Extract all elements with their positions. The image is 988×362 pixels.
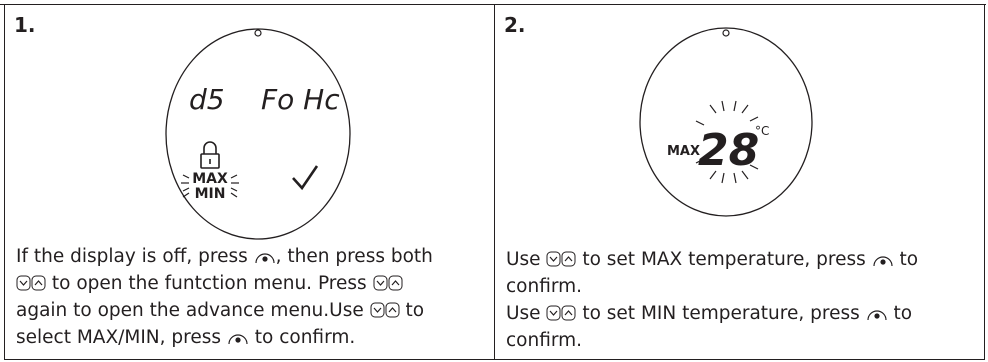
power-button-icon — [867, 310, 887, 321]
instruction-text: If the display is off, press — [16, 246, 254, 267]
instruction-text: to set MIN temperature, press — [576, 303, 866, 324]
min-label: MIN — [195, 186, 226, 202]
blink-rays-icon — [695, 100, 759, 184]
lock-icon — [200, 141, 220, 169]
indicator-dot-icon — [254, 29, 262, 37]
up-down-buttons-icon — [546, 305, 576, 321]
instruction-line: confirm. — [506, 327, 978, 354]
temperature-value: 28 — [698, 125, 759, 176]
power-button-icon — [228, 334, 248, 345]
instruction-line: to open the funtction menu. Press — [16, 270, 488, 297]
instruction-text: to set MAX temperature, press — [576, 249, 872, 270]
step-2-panel: 2. MAX 28 °C Use to set MAX temperature,… — [495, 4, 985, 360]
instruction-line: Use to set MIN temperature, press to — [506, 300, 978, 327]
thermostat-display: d5 Fo Hc MAX MIN — [165, 28, 351, 240]
menu-code-left: d5 — [189, 83, 225, 116]
instruction-text: , then press both — [275, 246, 433, 267]
instructions: If the display is off, press , then pres… — [16, 243, 488, 351]
instruction-line: select MAX/MIN, press to confirm. — [16, 324, 488, 351]
power-button-icon — [255, 253, 275, 264]
instruction-text: select MAX/MIN, press — [16, 327, 227, 348]
instructions: Use to set MAX temperature, press to conf… — [506, 246, 978, 354]
instruction-text: Use — [506, 303, 547, 324]
thermostat-display: MAX 28 °C — [639, 27, 813, 217]
step-number: 2. — [504, 13, 526, 37]
instruction-text: again to open the advance menu.Use — [16, 300, 370, 321]
blink-rays-icon — [181, 174, 239, 198]
instruction-text: to open the funtction menu. Press — [46, 273, 373, 294]
up-down-buttons-icon — [370, 302, 400, 318]
instruction-line: If the display is off, press , then pres… — [16, 243, 488, 270]
instruction-line: confirm. — [506, 273, 978, 300]
instruction-text: to — [893, 249, 919, 270]
max-label: MAX — [192, 171, 228, 187]
instruction-line: Use to set MAX temperature, press to — [506, 246, 978, 273]
instruction-text: Use — [506, 249, 547, 270]
indicator-dot-icon — [722, 29, 730, 37]
instruction-line: again to open the advance menu.Use to — [16, 297, 488, 324]
menu-code-right: Fo Hc — [261, 83, 340, 116]
instruction-text: confirm. — [506, 330, 583, 351]
up-down-buttons-icon — [373, 275, 403, 291]
instruction-text: to — [887, 303, 913, 324]
max-label: MAX — [667, 144, 700, 159]
up-down-buttons-icon — [16, 275, 46, 291]
temperature-unit: °C — [755, 124, 769, 138]
step-1-panel: 1. d5 Fo Hc MAX MIN If the display is of… — [4, 4, 495, 360]
instruction-text: confirm. — [506, 276, 583, 297]
instruction-text: to confirm. — [248, 327, 356, 348]
step-number: 1. — [14, 13, 36, 37]
up-down-buttons-icon — [546, 251, 576, 267]
checkmark-icon — [292, 165, 319, 191]
instruction-text: to — [399, 300, 425, 321]
power-button-icon — [873, 256, 893, 267]
